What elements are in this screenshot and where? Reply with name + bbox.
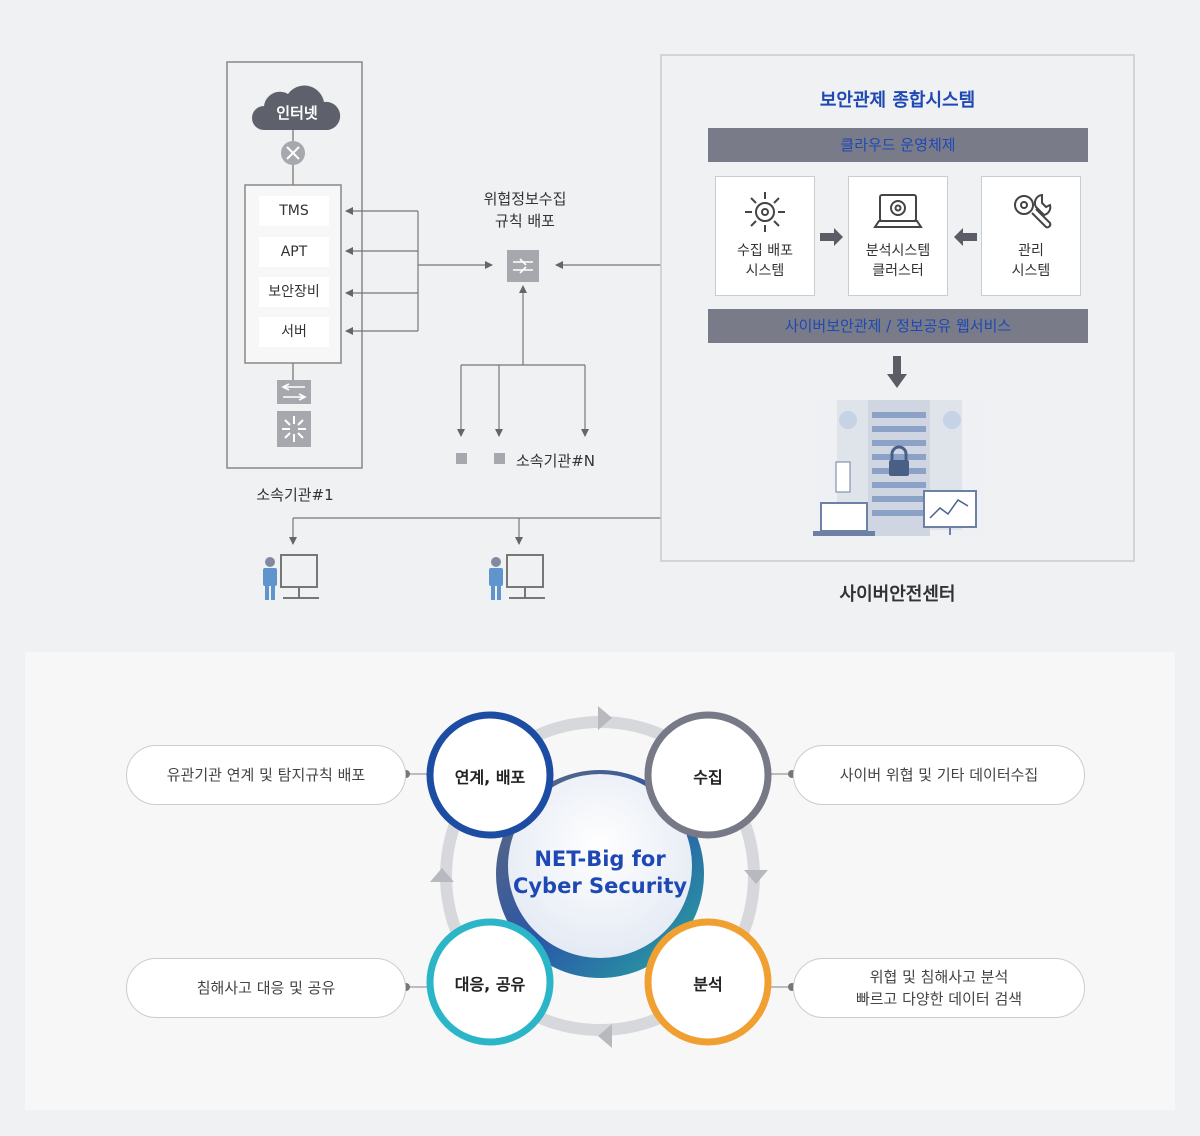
cycle-arrow-left [430, 868, 454, 882]
cycle-center-title: NET-Big for Cyber Security [508, 846, 692, 900]
orgN-caption: 소속기관#N [516, 452, 595, 470]
internet-cloud: 인터넷 [250, 84, 344, 132]
node-respond[interactable]: 대응, 공유 [454, 975, 526, 994]
distributor-title-line2: 규칙 배포 [495, 212, 555, 230]
distributor-title: 위협정보수집 규칙 배포 [460, 188, 590, 232]
firewall-icon [277, 411, 311, 447]
pill-link: 유관기관 연계 및 탐지규칙 배포 [126, 745, 406, 805]
org1-frame [226, 61, 363, 469]
pill-respond: 침해사고 대응 및 공유 [126, 958, 406, 1018]
center-caption: 사이버안전센터 [839, 584, 956, 605]
org1-item-security-device[interactable]: 보안장비 [259, 277, 329, 307]
arrow-left [954, 228, 977, 246]
org1-item-apt[interactable]: APT [259, 237, 329, 267]
org1-caption: 소속기관#1 [256, 486, 334, 504]
node-ring-link [426, 711, 554, 839]
cloud-label: 인터넷 [276, 104, 318, 122]
module-analysis-cluster[interactable]: 분석시스템 클러스터 [848, 176, 948, 296]
module-collect-line2: 시스템 [745, 263, 785, 279]
distributor-title-line1: 위협정보수집 [483, 190, 567, 208]
node-analyze[interactable]: 분석 [693, 975, 723, 994]
module-management[interactable]: 관리 시스템 [981, 176, 1081, 296]
distributor-icon [507, 250, 539, 282]
node-collect[interactable]: 수집 [693, 768, 723, 787]
orgN-square-2 [494, 453, 505, 464]
module-management-line1: 관리 [1018, 243, 1044, 259]
org1-item-server[interactable]: 서버 [259, 317, 329, 347]
pill-collect: 사이버 위협 및 기타 데이터수집 [793, 745, 1085, 805]
module-analysis-line1: 분석시스템 [865, 243, 931, 259]
module-collect-line1: 수집 배포 [737, 243, 793, 259]
cycle-arrow-bottom [598, 1024, 612, 1048]
switch-icon [277, 380, 311, 404]
network-gear-icon [745, 192, 785, 232]
center-title: 보안관제 종합시스템 [819, 90, 976, 111]
router-icon [281, 141, 305, 165]
arrow-right [820, 228, 843, 246]
cycle-center-line1: NET-Big for [534, 847, 666, 871]
cycle-center-line2: Cyber Security [512, 874, 688, 898]
node-link[interactable]: 연계, 배포 [454, 768, 526, 787]
user-monitor-icon-2 [489, 554, 545, 600]
web-service-bar: 사이버보안관제 / 정보공유 웹서비스 [708, 309, 1088, 343]
cloud-icon [252, 85, 341, 130]
module-analysis-line2: 클러스터 [872, 263, 924, 279]
module-management-line2: 시스템 [1011, 263, 1051, 279]
cycle-arrow-right [744, 870, 768, 884]
server-illustration [813, 400, 985, 538]
pill-analyze-line1: 위협 및 침해사고 분석 [869, 968, 1009, 986]
node-ring-analyze [644, 918, 772, 1046]
node-ring-collect [644, 711, 772, 839]
cycle-arrow-top [598, 706, 612, 730]
laptop-gear-icon [873, 194, 923, 228]
arrow-down [887, 356, 907, 388]
org1-item-tms[interactable]: TMS [259, 196, 329, 226]
node-ring-respond [426, 918, 554, 1046]
cloud-os-bar: 클라우드 운영체제 [708, 128, 1088, 162]
wrench-gear-icon [1014, 193, 1052, 229]
user-monitor-icon-1 [263, 554, 319, 600]
pill-analyze-line2: 빠르고 다양한 데이터 검색 [855, 990, 1023, 1008]
module-collect-distribute[interactable]: 수집 배포 시스템 [715, 176, 815, 296]
center-core [508, 774, 692, 958]
orgN-square-1 [456, 453, 467, 464]
pill-analyze: 위협 및 침해사고 분석 빠르고 다양한 데이터 검색 [793, 958, 1085, 1018]
